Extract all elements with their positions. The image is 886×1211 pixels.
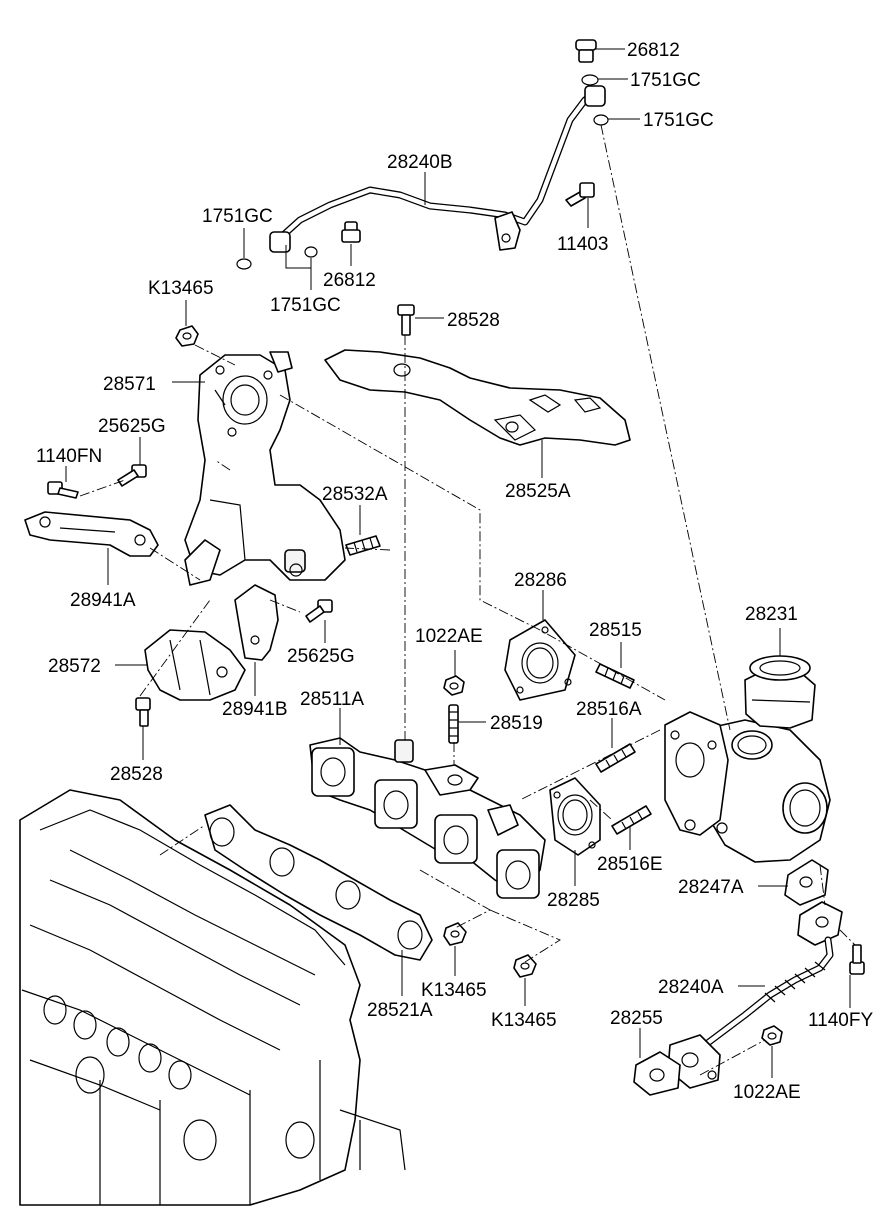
label-1751gc-top2: 1751GC [643,110,714,131]
label-1140fy: 1140FY [808,1010,873,1031]
label-28511a: 28511A [300,689,364,710]
label-28525a: 28525A [505,481,571,502]
heat-shield-28572 [144,629,246,701]
part-labels: 26812 1751GC 1751GC 28240B 1751GC 11403 … [36,40,873,1103]
label-28528-top: 28528 [447,310,500,331]
heat-shield-28525a [324,349,631,446]
oil-feed-pipe-28240b [269,85,606,253]
gasket-28247a [784,859,829,906]
label-28532a: 28532A [322,484,388,505]
turbocharger-28231 [664,655,831,863]
exhaust-manifold-28511a [309,737,546,899]
label-1022ae-bot: 1022AE [733,1082,801,1103]
label-25625g-mid: 25625G [287,646,355,667]
label-28516e: 28516E [597,854,663,875]
label-k13465-bot: K13465 [491,1010,557,1031]
label-1140fn: 1140FN [36,446,102,467]
label-k13465-mid: K13465 [421,980,487,1001]
gasket-28255 [633,1051,681,1096]
label-28571: 28571 [103,374,156,395]
oil-return-pipe-28240a [667,901,843,1089]
bracket-28941a [24,511,159,557]
assembly-lines [79,124,856,1076]
label-28572: 28572 [48,656,101,677]
label-1022ae-top: 1022AE [415,626,483,647]
gasket-28286 [504,619,576,701]
gasket-28285 [549,777,601,856]
label-28941b: 28941B [222,699,288,720]
label-25625g-top: 25625G [98,416,166,437]
label-1751gc-left: 1751GC [202,206,273,227]
label-k13465-top: K13465 [148,278,214,299]
label-28941a: 28941A [70,590,136,611]
label-26812-top: 26812 [627,40,680,61]
hardware [47,39,865,1046]
label-1751gc-mid: 1751GC [270,295,341,316]
leader-lines [65,48,851,1078]
label-11403: 11403 [557,234,608,255]
label-28240a: 28240A [658,977,724,998]
label-1751gc-top1: 1751GC [630,70,701,91]
engine-block [19,789,406,1206]
label-28515: 28515 [589,620,642,641]
label-28285: 28285 [547,890,600,911]
label-28519: 28519 [490,713,543,734]
label-28255: 28255 [610,1008,663,1029]
bracket-28941b [234,584,279,661]
label-28240b: 28240B [387,152,453,173]
label-28521a: 28521A [367,1000,433,1021]
label-26812-mid: 26812 [323,270,376,291]
label-28247a: 28247A [678,877,744,898]
label-28286: 28286 [514,570,567,591]
exhaust-manifold-gasket-28521a [204,804,433,961]
catalytic-adapter-28571 [184,351,346,586]
label-28528-bot: 28528 [110,764,163,785]
label-28231: 28231 [745,604,798,625]
label-28516a: 28516A [576,699,642,720]
